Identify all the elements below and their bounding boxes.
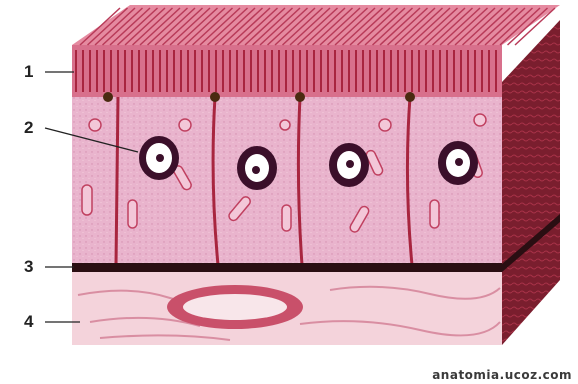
label-1: 1	[24, 62, 33, 82]
block-top-face	[72, 5, 560, 45]
label-4: 4	[24, 312, 33, 332]
label-2: 2	[24, 118, 33, 138]
block-side-face	[502, 20, 560, 345]
watermark: anatomia.ucoz.com	[432, 368, 572, 382]
basement-membrane	[72, 263, 502, 272]
label-3: 3	[24, 257, 33, 277]
vessel-lumen	[183, 294, 287, 320]
